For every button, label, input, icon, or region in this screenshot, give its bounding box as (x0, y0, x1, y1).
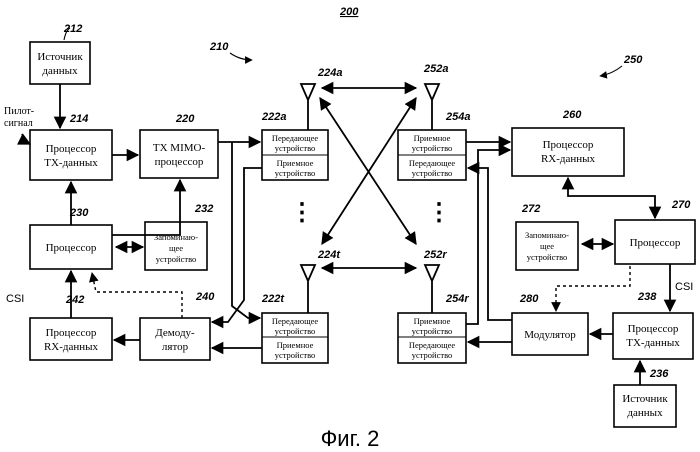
csi-label-right: CSI (675, 281, 693, 293)
ref-rx-system-pointer (600, 66, 622, 76)
ellipsis-right: ⋮ (427, 200, 451, 226)
ref-224a: 224a (317, 67, 342, 79)
transceiver-222a-top-line1: Передающее (272, 133, 319, 143)
rx-data-processor-left-line1: Процессор (46, 327, 97, 339)
conn-222a-to-240 (212, 168, 262, 322)
ref-254a: 254a (445, 111, 470, 123)
pilot-arrow (22, 134, 30, 144)
ref-tx-system: 210 (209, 41, 229, 53)
ref-222t: 222t (261, 293, 285, 305)
ellipsis-left: ⋮ (290, 200, 314, 226)
ref-214: 214 (69, 113, 88, 125)
memory-right-line1: Запоминаю- (525, 230, 569, 240)
data-source-right-line1: Источник (622, 393, 668, 405)
demodulator-line1: Демоду- (155, 327, 195, 339)
memory-right-line2: щее (540, 241, 554, 251)
transceiver-222t-bottom-line2: устройство (275, 350, 316, 360)
tx-data-processor-left-line2: TX-данных (44, 157, 98, 169)
ref-270: 270 (671, 199, 691, 211)
data-source-left-line2: данных (42, 65, 78, 77)
transceiver-222a-bottom-line1: Приемное (277, 158, 314, 168)
rx-data-processor-right-line1: Процессор (543, 139, 594, 151)
ref-252a: 252a (423, 63, 448, 75)
tx-mimo-processor (140, 130, 218, 178)
memory-left-line3: устройство (156, 254, 197, 264)
data-source-right (614, 385, 676, 427)
antenna-252r (425, 265, 439, 313)
ref-252r: 252r (423, 249, 447, 261)
transceiver-254a-bottom-line1: Передающее (409, 158, 456, 168)
ref-260: 260 (562, 109, 582, 121)
antenna-224a (301, 84, 315, 130)
antenna-252a (425, 84, 439, 130)
tx-data-processor-right-line1: Процессор (628, 323, 679, 335)
demodulator-line2: лятор (162, 341, 189, 353)
tx-data-processor-right (613, 313, 693, 359)
rx-data-processor-right-line2: RX-данных (541, 153, 596, 165)
ref-280: 280 (519, 293, 539, 305)
rx-data-processor-right (512, 128, 624, 176)
antenna-224t (301, 265, 315, 313)
ref-rx-system: 250 (623, 54, 643, 66)
conn-260-270 (568, 178, 655, 218)
data-source-left (30, 42, 90, 84)
transceiver-222t-top-line2: устройство (275, 326, 316, 336)
conn-240-to-230-dashed (92, 273, 182, 318)
rx-data-processor-left (30, 318, 112, 360)
ref-254r: 254r (445, 293, 469, 305)
ref-224t: 224t (317, 249, 341, 261)
demodulator (140, 318, 210, 360)
tx-data-processor-left (30, 130, 112, 180)
tx-data-processor-right-line2: TX-данных (626, 337, 680, 349)
csi-label-left: CSI (6, 293, 24, 305)
transceiver-254r-top-line1: Приемное (414, 316, 451, 326)
transceiver-222t-bottom-line1: Приемное (277, 340, 314, 350)
tx-data-processor-left-line1: Процессор (46, 143, 97, 155)
transceiver-254a-bottom-line2: устройство (412, 168, 453, 178)
data-source-left-line1: Источник (37, 51, 83, 63)
transceiver-254r-bottom-line1: Передающее (409, 340, 456, 350)
tx-mimo-processor-line1: TX MIMO- (153, 142, 206, 154)
ref-220: 220 (175, 113, 195, 125)
ref-238: 238 (637, 291, 657, 303)
ref-242: 242 (65, 294, 84, 306)
ref-240: 240 (195, 291, 215, 303)
data-source-right-line2: данных (627, 407, 663, 419)
rx-data-processor-left-line2: RX-данных (44, 341, 99, 353)
memory-left-line1: Запоминаю- (154, 232, 198, 242)
modulator-label: Модулятор (524, 329, 576, 341)
transceiver-254r-bottom-line2: устройство (412, 350, 453, 360)
ref-236: 236 (649, 368, 669, 380)
memory-left-line2: щее (169, 243, 183, 253)
transceiver-254a-top-line2: устройство (412, 143, 453, 153)
processor-right-label: Процессор (630, 237, 681, 249)
figure-caption: Фиг. 2 (321, 426, 380, 451)
ref-222a: 222a (261, 111, 286, 123)
processor-left-label: Процессор (46, 242, 97, 254)
ref-272: 272 (521, 203, 540, 215)
pilot-label-line2: сигнал (4, 118, 33, 129)
transceiver-254a-top-line1: Приемное (414, 133, 451, 143)
ref-230: 230 (69, 207, 89, 219)
conn-270-to-280-dashed (556, 266, 630, 311)
tx-mimo-processor-line2: процессор (155, 156, 204, 168)
memory-right-line3: устройство (527, 252, 568, 262)
transceiver-222a-top-line2: устройство (275, 143, 316, 153)
transceiver-254r-top-line2: устройство (412, 326, 453, 336)
figure-number: 200 (339, 6, 359, 18)
ref-232: 232 (194, 203, 213, 215)
conn-280-to-254a (468, 168, 512, 320)
transceiver-222t-top-line1: Передающее (272, 316, 319, 326)
ref-tx-system-pointer (230, 53, 252, 60)
transceiver-222a-bottom-line2: устройство (275, 168, 316, 178)
pilot-label-line1: Пилот- (4, 106, 34, 117)
